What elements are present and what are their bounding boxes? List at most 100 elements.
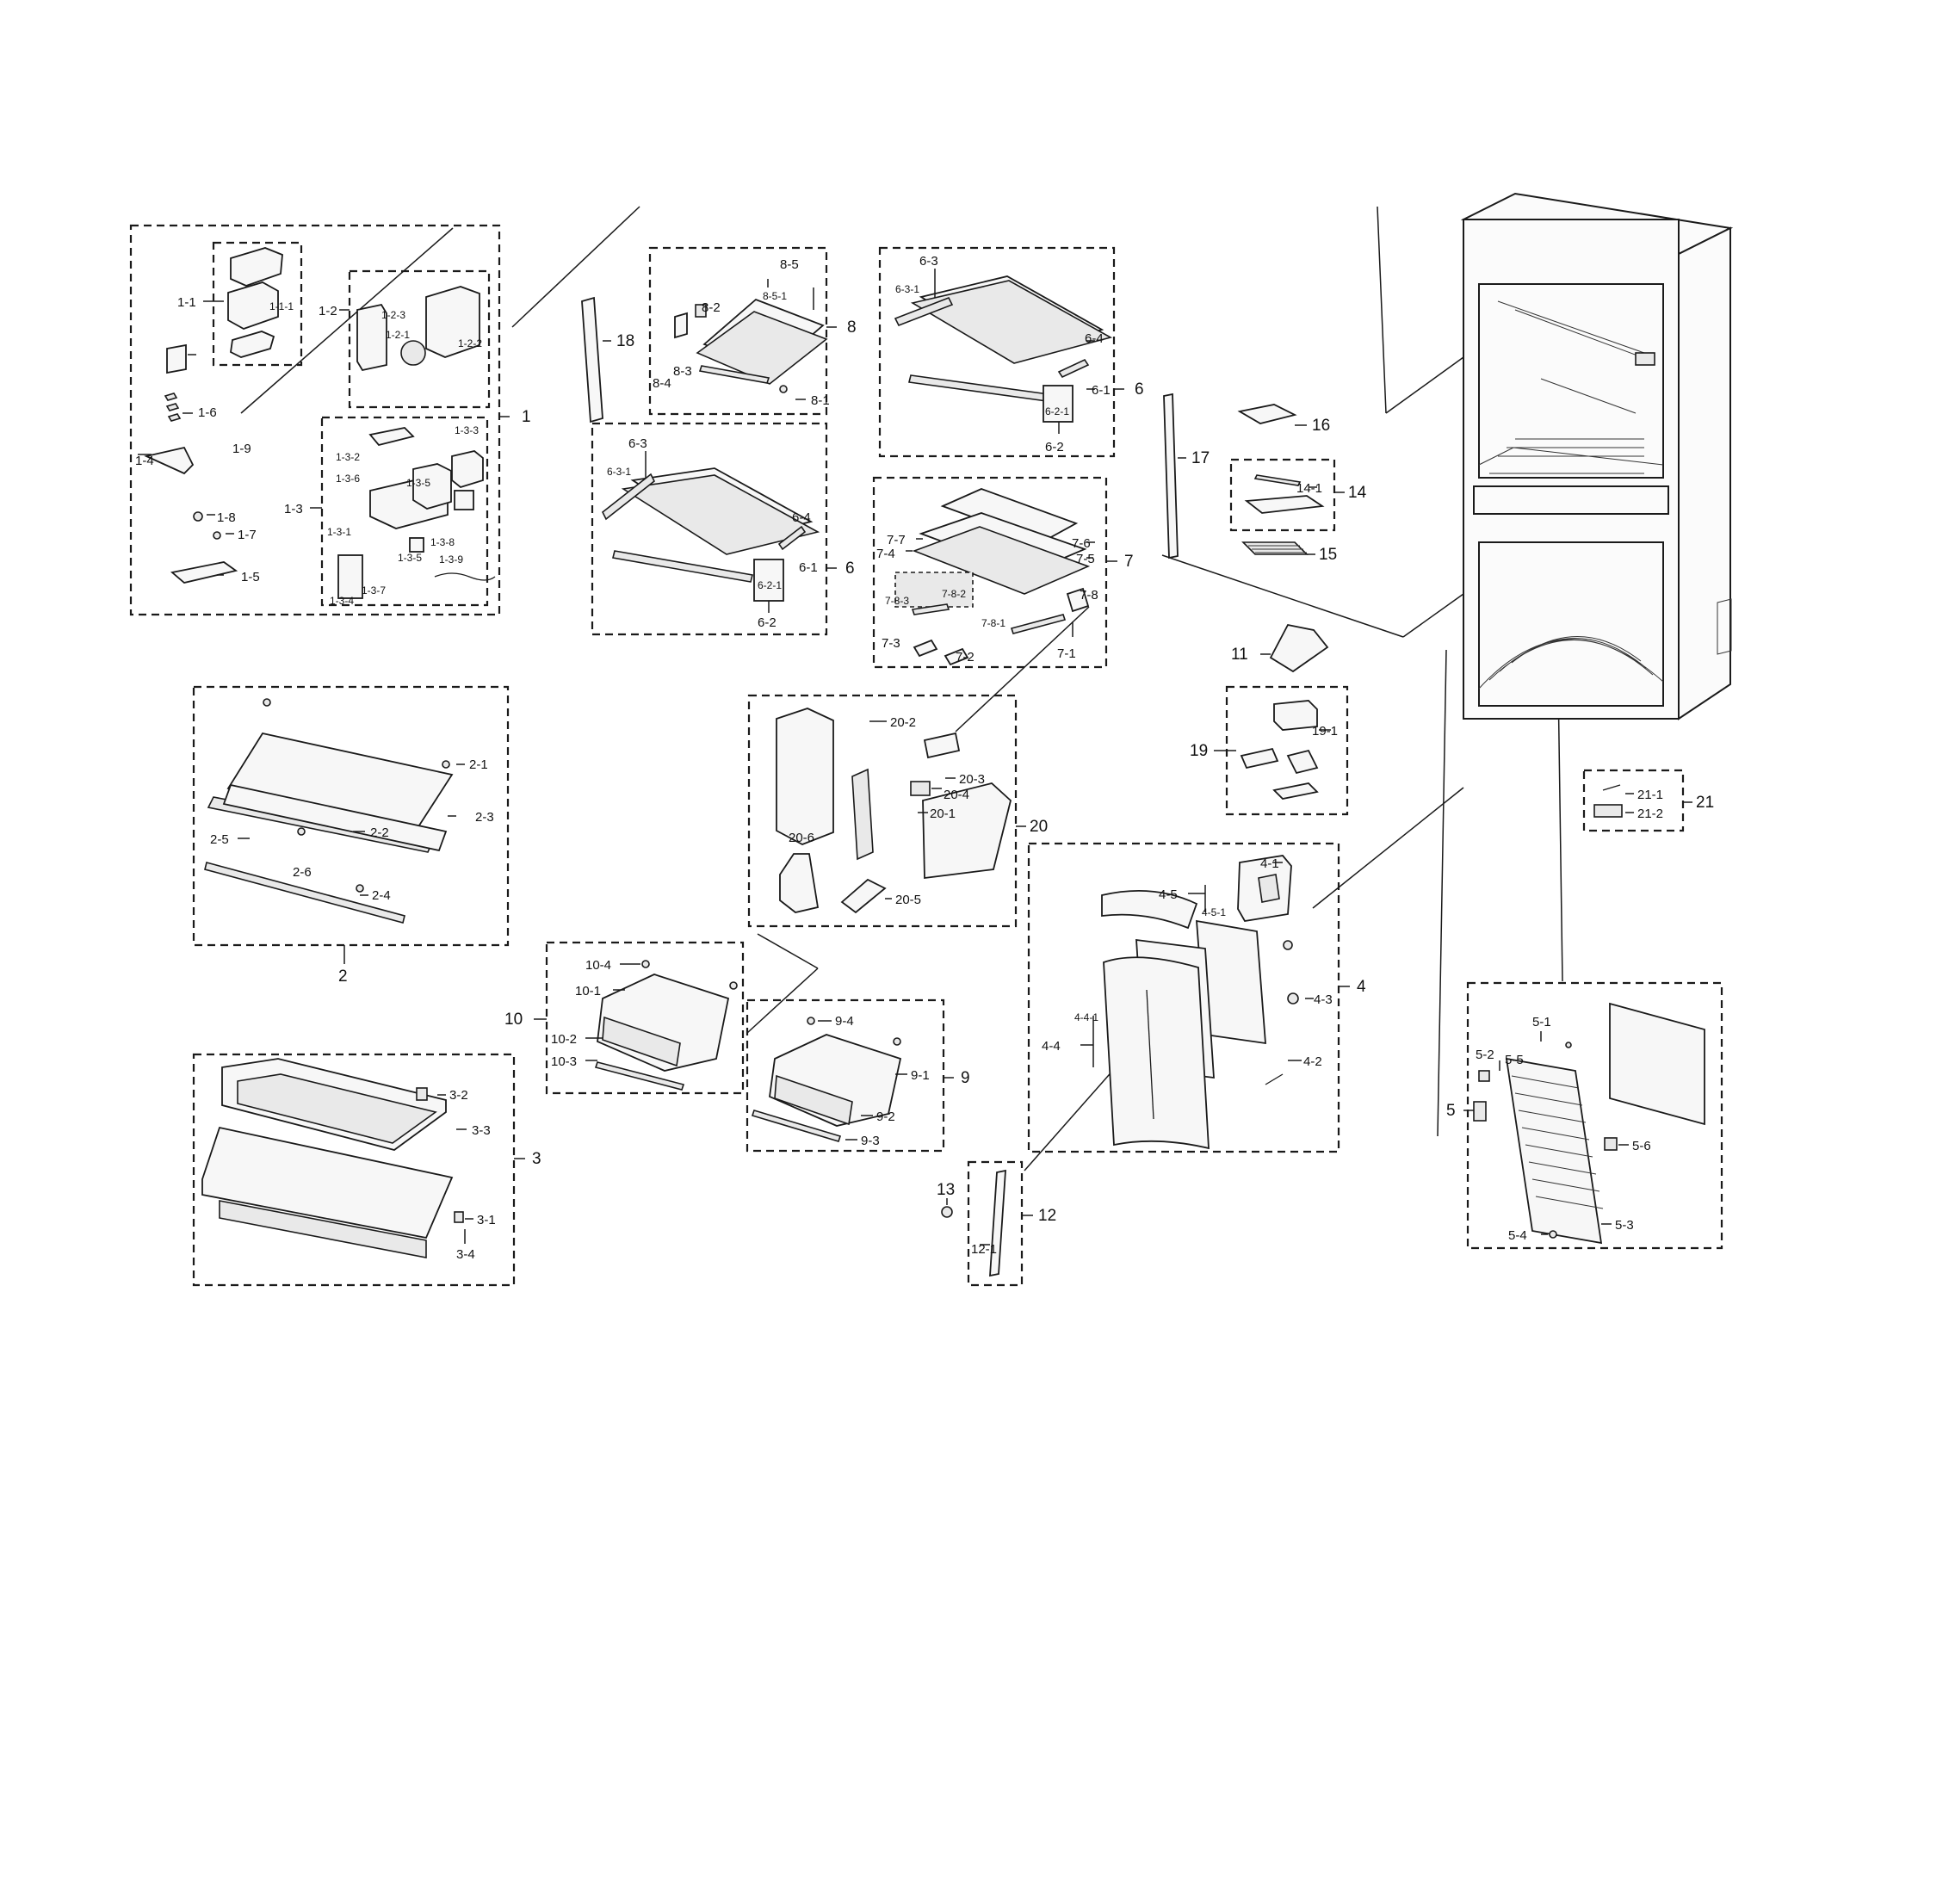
- label-21: 21: [1696, 794, 1714, 812]
- part-18-strip: [581, 296, 603, 423]
- part-20-4-valve: [910, 781, 931, 796]
- label-1-4: 1-4: [135, 454, 154, 468]
- part-1-7-screw: [213, 531, 221, 540]
- group-5-evaporator: 5 5-1 5-2 5-5 5-6 5-3 5-4: [1446, 981, 1723, 1250]
- part-4-clip-a: [1283, 940, 1293, 950]
- label-1-3-8: 1-3-8: [430, 536, 455, 548]
- part-2-1-screw: [442, 760, 450, 769]
- label-1-3-2: 1-3-2: [336, 451, 360, 463]
- label-2: 2: [338, 967, 348, 986]
- label-6a-3: 6-3: [919, 254, 938, 269]
- group-21-switch: 21 21-1 21-2: [1582, 769, 1714, 832]
- group-9-frame: [746, 998, 945, 1153]
- part-2-screw-top: [263, 698, 271, 707]
- part-1-3-4-bracket: [337, 554, 363, 599]
- label-16: 16: [1312, 417, 1330, 435]
- group-15-filter: 15: [1241, 541, 1337, 564]
- cabinet-fresh-food-compartment: [1478, 283, 1664, 479]
- label-10: 10: [504, 1011, 523, 1029]
- part-4-cover-top: [1101, 889, 1198, 930]
- label-21-2: 21-2: [1637, 807, 1663, 821]
- refrigerator-cabinet: [1460, 192, 1734, 720]
- part-5-cover: [1609, 1002, 1705, 1126]
- label-6a-2-1: 6-2-1: [1045, 405, 1069, 417]
- group-1-frame: [129, 224, 501, 616]
- part-21-2-switch: [1593, 804, 1623, 818]
- cabinet-back-ribs: [1497, 300, 1645, 414]
- label-1-5: 1-5: [241, 570, 260, 584]
- label-11: 11: [1231, 646, 1248, 664]
- part-1-9-box: [166, 343, 187, 374]
- label-2-4: 2-4: [372, 888, 391, 903]
- part-5-5-coil-fins: [1511, 1075, 1604, 1209]
- label-12: 12: [1038, 1207, 1056, 1225]
- part-4-4-door-panel: [1103, 956, 1210, 1150]
- part-8-1-screw: [779, 385, 788, 393]
- part-20-6-housing: [776, 708, 834, 845]
- part-1-1-bracket: [227, 281, 279, 330]
- part-21-1-wire: [1602, 784, 1621, 791]
- label-8-1: 8-1: [811, 393, 830, 408]
- part-9-2-front: [774, 1074, 853, 1126]
- label-7-8: 7-8: [1080, 588, 1098, 603]
- part-5-2-clip: [1478, 1070, 1490, 1082]
- label-1-1-1: 1-1-1: [269, 300, 294, 312]
- group-14-panel: 14 14-1: [1229, 458, 1367, 532]
- label-4-1: 4-1: [1260, 856, 1279, 871]
- group-12-frame: [967, 1160, 1024, 1287]
- label-1-2-1: 1-2-1: [386, 329, 410, 341]
- part-1-3-8-clip: [409, 537, 424, 553]
- label-21-1: 21-1: [1637, 788, 1663, 802]
- label-9-4: 9-4: [835, 1014, 854, 1029]
- part-10-2-front: [602, 1016, 681, 1067]
- label-5-3: 5-3: [1615, 1218, 1634, 1233]
- part-1-1-cover: [230, 247, 283, 287]
- label-7: 7: [1124, 553, 1134, 571]
- part-20-1-cartridge: [851, 768, 874, 861]
- label-5-6: 5-6: [1632, 1139, 1651, 1153]
- group-8-frame: [648, 246, 828, 416]
- part-13-cap: [941, 1206, 953, 1218]
- label-5-1: 5-1: [1532, 1015, 1551, 1029]
- group-19-housing: 19 19-1: [1190, 685, 1349, 816]
- label-8: 8: [847, 318, 857, 337]
- part-1-3-9-wire: [434, 572, 496, 581]
- label-3-4: 3-4: [456, 1247, 475, 1262]
- group-7-frame: [872, 476, 1108, 669]
- part-6b-trim: [612, 550, 753, 583]
- label-4-5-1: 4-5-1: [1202, 906, 1226, 918]
- group-5-frame: [1466, 981, 1723, 1250]
- group-20-water-filter: 20 20-2 20-3 20-4 20-1 20-6 20-5: [747, 694, 1048, 928]
- part-9-screw: [893, 1037, 901, 1046]
- part-7-2-clip: [944, 647, 969, 666]
- group-10-crisper: 10 10-4 10-1 10-2 10-3: [504, 941, 745, 1095]
- part-1-3-2-plate: [368, 427, 415, 447]
- part-15-filter-grid: [1248, 545, 1307, 553]
- part-1-3-3-gear: [451, 450, 484, 489]
- label-20-2: 20-2: [890, 715, 916, 730]
- label-1-3-3: 1-3-3: [455, 424, 479, 436]
- label-20-1: 20-1: [930, 807, 956, 821]
- cabinet-vent: [1717, 598, 1732, 655]
- part-20-5-handle: [840, 878, 887, 914]
- part-11-cover: [1269, 623, 1329, 673]
- label-7-7: 7-7: [887, 533, 906, 547]
- part-14-1-panel: [1244, 495, 1325, 514]
- label-1: 1: [522, 408, 531, 426]
- part-2-trim: [204, 862, 405, 924]
- label-18: 18: [616, 332, 634, 350]
- label-9: 9: [961, 1069, 970, 1087]
- label-4: 4: [1357, 978, 1366, 996]
- label-14-1: 14-1: [1296, 481, 1322, 496]
- part-6a-3-1-bracket: [894, 296, 954, 327]
- group-6-shelf-a: 6 6-3 6-3-1 6-4 6-1 6-2-1 6-2: [878, 246, 1144, 458]
- part-1-2-bucket: [356, 303, 387, 372]
- label-7-6: 7-6: [1072, 536, 1091, 551]
- part-19-clip: [1286, 749, 1319, 775]
- label-2-2: 2-2: [370, 825, 389, 840]
- group-10-frame: [545, 941, 745, 1095]
- part-8-4-bracket: [674, 312, 688, 339]
- part-5-coil-frame: [1505, 1057, 1603, 1245]
- part-20-3-block: [923, 732, 961, 759]
